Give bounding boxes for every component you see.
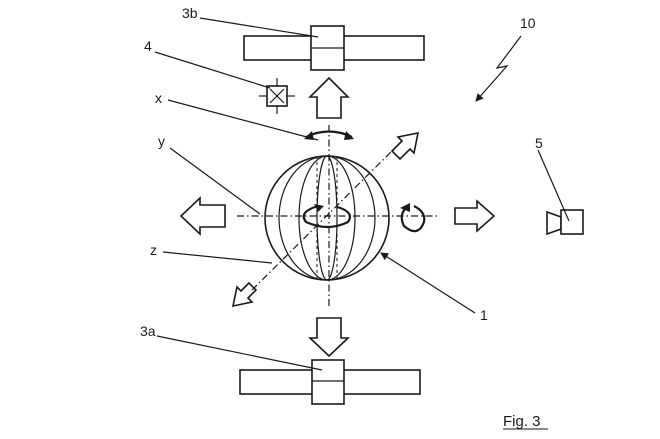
- satellite-3a: [239, 359, 421, 405]
- label-4: 4: [144, 38, 152, 54]
- satellite-body-3a: [311, 359, 345, 405]
- figure-caption: Fig. 3: [503, 413, 541, 430]
- arrow-left-icon: [179, 196, 226, 236]
- camera-5-icon: [546, 209, 584, 236]
- sensor-4-icon: [259, 78, 295, 114]
- label-x: x: [155, 90, 162, 106]
- label-10: 10: [520, 15, 536, 31]
- arrow-down-icon: [307, 317, 351, 358]
- label-1: 1: [480, 307, 488, 323]
- arrow-up-right-icon: [390, 131, 420, 161]
- arrow-right-icon: [454, 199, 496, 233]
- arrow-down-left-icon: [231, 281, 258, 308]
- satellite-3b: [243, 25, 425, 71]
- label-3a: 3a: [140, 323, 156, 339]
- label-y: y: [158, 133, 165, 149]
- label-5: 5: [535, 135, 543, 151]
- label-z: z: [150, 242, 157, 258]
- rotation-center-icon: [302, 204, 352, 229]
- axis-z: [251, 142, 401, 291]
- label-3b: 3b: [182, 5, 198, 21]
- arrow-up-icon: [308, 76, 350, 119]
- sphere-1: [264, 155, 390, 281]
- rotation-y-icon: [400, 205, 426, 233]
